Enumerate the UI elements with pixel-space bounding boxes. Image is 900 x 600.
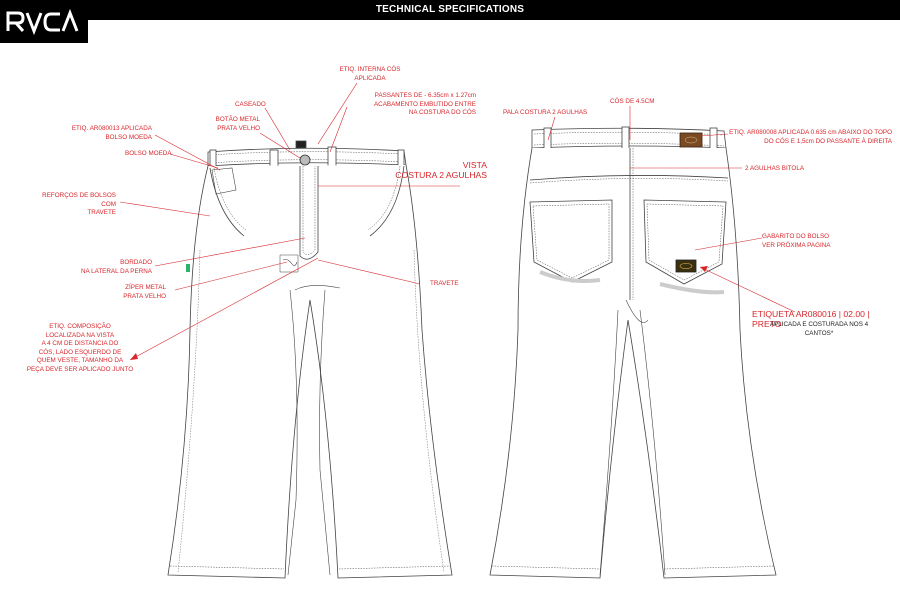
label-etiqueta-sub: APLICADA E COSTURADA NOS 4 CANTOS* — [769, 321, 869, 337]
label-cos: CÓS DE 4.5CM — [610, 98, 655, 105]
front-jeans-drawing — [167, 140, 453, 579]
label-passantes: PASSANTES DE - 6.35cm x 1.27cm ACABAMENT… — [373, 92, 476, 116]
arrowheads — [130, 266, 708, 360]
label-caseado: CASEADO — [235, 101, 266, 108]
leader-lines — [119, 82, 796, 361]
page-title: TECHNICAL SPECIFICATIONS — [375, 4, 525, 15]
label-etiq-interna: ETIQ. INTERNA CÓS APLICADA — [339, 66, 401, 82]
label-agulhas-bitola: 2 AGULHAS BITOLA — [745, 165, 805, 172]
label-reforcos: REFORÇOS DE BOLSOS COM TRAVETE — [42, 192, 116, 216]
label-etiq-bolso-moeda: ETIQ. AR080013 APLICADA BOLSO MOEDA — [71, 125, 152, 141]
label-botao-metal: BOTÃO METAL PRATA VELHO — [215, 116, 260, 132]
label-gabarito: GABARITO DO BOLSO VER PRÓXIMA PAGINA — [762, 233, 831, 249]
label-etiq-topo: ETIQ. AR080008 APLICADA 0.635 cm ABAIXO … — [729, 129, 892, 145]
label-vista: VISTA COSTURA 2 AGULHAS — [395, 160, 487, 180]
label-pala: PALA COSTURA 2 AGULHAS — [503, 109, 588, 116]
header-bar: TECHNICAL SPECIFICATIONS — [0, 0, 900, 20]
back-jeans-drawing — [489, 126, 777, 579]
label-etiq-composicao: ETIQ. COMPOSIÇÃO LOCALIZADA NA VISTA A 4… — [26, 323, 134, 373]
label-bolso-moeda: BOLSO MOEDA — [125, 150, 172, 157]
label-etiqueta-title: ETIQUETA AR080016 | 02.00 | PRETO — [752, 309, 870, 329]
rvca-logo-icon — [6, 8, 79, 36]
label-travete: TRAVETE — [430, 280, 459, 287]
label-ziper-metal: ZÍPER METAL PRATA VELHO — [123, 284, 166, 300]
brand-logo — [0, 0, 88, 43]
label-bordado: BORDADO NA LATERAL DA PERNA — [80, 259, 152, 275]
